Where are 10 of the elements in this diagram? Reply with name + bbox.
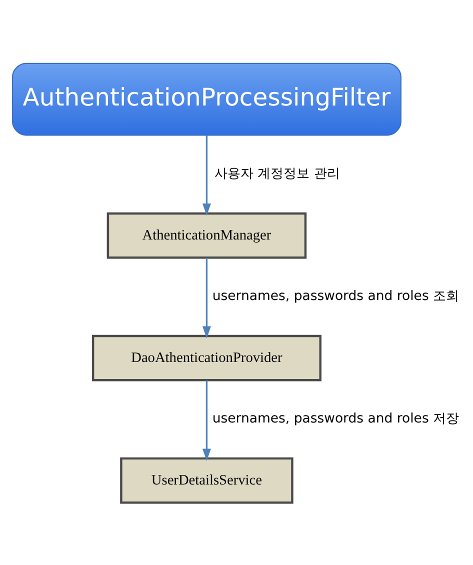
arrow xyxy=(202,134,211,216)
arrow xyxy=(202,257,211,338)
node-box: AuthenticationProcessingFilter xyxy=(12,62,402,136)
node-box: UserDetailsService xyxy=(120,456,294,504)
node-box: AthenticationManager xyxy=(106,212,307,258)
arrow xyxy=(202,380,211,460)
node-box: DaoAthenticationProvider xyxy=(92,334,322,381)
edge-label: usernames, passwords and roles 조회 xyxy=(212,288,460,304)
edge-label: usernames, passwords and roles 저장 xyxy=(212,411,460,426)
edge-label: 사용자 계정정보 관리 xyxy=(214,166,340,182)
